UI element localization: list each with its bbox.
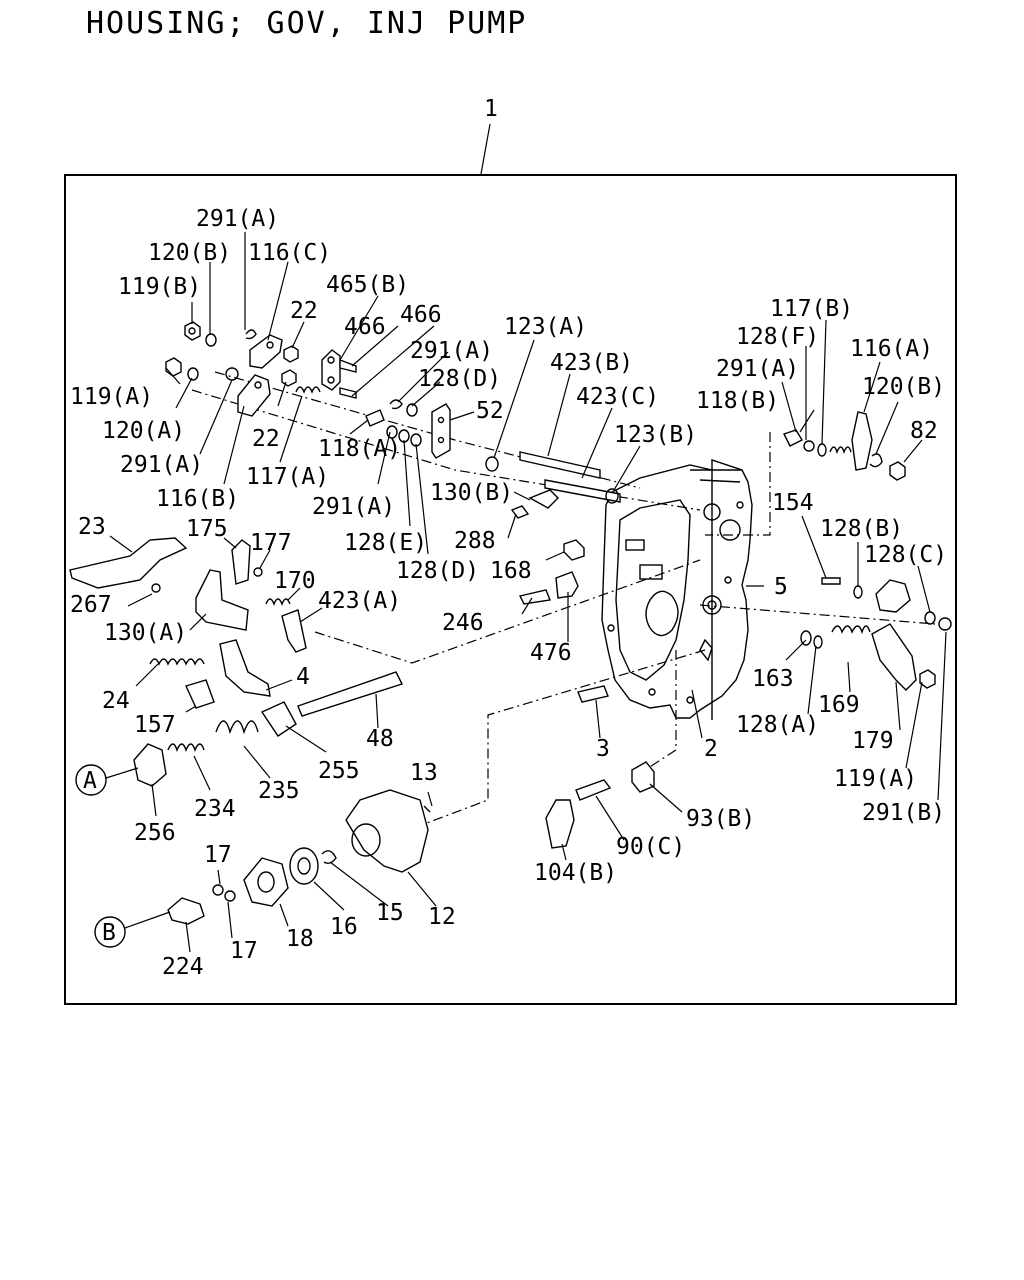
label-23: 23 [78, 514, 106, 540]
label-17-bottom: 17 [230, 938, 258, 964]
label-170: 170 [274, 568, 316, 594]
label-18: 18 [286, 926, 314, 952]
label-13: 13 [410, 760, 438, 786]
label-93b: 93(B) [686, 806, 755, 832]
label-123b: 123(B) [614, 422, 697, 448]
label-52: 52 [476, 398, 504, 424]
label-267: 267 [70, 592, 112, 618]
label-177: 177 [250, 530, 292, 556]
label-116c: 116(C) [248, 240, 331, 266]
label-169: 169 [818, 692, 860, 718]
label-4: 4 [296, 664, 310, 690]
label-154: 154 [772, 490, 814, 516]
assembly-leader [480, 123, 491, 175]
label-48: 48 [366, 726, 394, 752]
label-465b: 465(B) [326, 272, 409, 298]
label-291a-left: 291(A) [120, 452, 203, 478]
label-163: 163 [752, 666, 794, 692]
label-16: 16 [330, 914, 358, 940]
label-24: 24 [102, 688, 130, 714]
label-12: 12 [428, 904, 456, 930]
label-255: 255 [318, 758, 360, 784]
label-116b: 116(B) [156, 486, 239, 512]
label-128a: 128(A) [736, 712, 819, 738]
centerline-governor [314, 559, 701, 664]
upper-linkage-parts [165, 321, 621, 561]
label-256: 256 [134, 820, 176, 846]
label-130a: 130(A) [104, 620, 187, 646]
leader-lines [109, 232, 947, 953]
centerline-upper-shaft [214, 371, 641, 489]
governor-housing [601, 459, 753, 720]
label-476: 476 [530, 640, 572, 666]
centerline-adjusting-screw [644, 650, 677, 771]
label-5: 5 [774, 574, 788, 600]
label-246: 246 [442, 610, 484, 636]
reference-a-circle [75, 764, 107, 796]
reference-a-label: A [83, 768, 97, 794]
label-179: 179 [852, 728, 894, 754]
centerline-weight-holder [394, 649, 706, 836]
label-22-top: 22 [290, 298, 318, 324]
label-128f: 128(F) [736, 324, 819, 350]
label-116a: 116(A) [850, 336, 933, 362]
reference-b-label: B [102, 920, 116, 946]
label-466-a: 466 [344, 314, 386, 340]
label-17-top: 17 [204, 842, 232, 868]
label-423b: 423(B) [550, 350, 633, 376]
label-128c: 128(C) [864, 542, 947, 568]
label-120a: 120(A) [102, 418, 185, 444]
label-128e: 128(E) [344, 530, 427, 556]
label-128d-top: 128(D) [418, 366, 501, 392]
label-119a-right: 119(A) [834, 766, 917, 792]
label-291a-mid: 291(A) [410, 338, 493, 364]
label-291a-low: 291(A) [312, 494, 395, 520]
label-128d-bottom: 128(D) [396, 558, 479, 584]
right-lever-parts [783, 411, 952, 691]
label-466-b: 466 [400, 302, 442, 328]
part-labels: 291(A) 120(B) 116(C) 119(B) 465(B) 22 46… [70, 206, 947, 980]
diagram-title: HOUSING; GOV, INJ PUMP [86, 6, 528, 41]
label-423c: 423(C) [576, 384, 659, 410]
centerline-upper-right [705, 432, 771, 536]
label-291b: 291(B) [862, 800, 945, 826]
label-234: 234 [194, 796, 236, 822]
label-104b: 104(B) [534, 860, 617, 886]
label-235: 235 [258, 778, 300, 804]
label-157: 157 [134, 712, 176, 738]
label-168: 168 [490, 558, 532, 584]
label-117a: 117(A) [246, 464, 329, 490]
label-423a: 423(A) [318, 588, 401, 614]
assembly-frame [64, 174, 957, 1005]
label-22-bottom: 22 [252, 426, 280, 452]
left-bracket-parts [69, 537, 403, 787]
label-118a: 118(A) [318, 436, 401, 462]
label-288: 288 [454, 528, 496, 554]
label-120b-top: 120(B) [148, 240, 231, 266]
label-175: 175 [186, 516, 228, 542]
label-82: 82 [910, 418, 938, 444]
label-118b: 118(B) [696, 388, 779, 414]
label-119a-left: 119(A) [70, 384, 153, 410]
label-15: 15 [376, 900, 404, 926]
assembly-number: 1 [484, 96, 498, 122]
label-128b: 128(B) [820, 516, 903, 542]
label-120b-right: 120(B) [862, 374, 945, 400]
label-2: 2 [704, 736, 718, 762]
label-3: 3 [596, 736, 610, 762]
reference-b-circle [94, 916, 126, 948]
label-90c: 90(C) [616, 834, 685, 860]
label-224: 224 [162, 954, 204, 980]
label-119b: 119(B) [118, 274, 201, 300]
label-117b: 117(B) [770, 296, 853, 322]
label-291a-right: 291(A) [716, 356, 799, 382]
label-130b: 130(B) [430, 480, 513, 506]
label-123a: 123(A) [504, 314, 587, 340]
label-291a-top: 291(A) [196, 206, 279, 232]
weight-holder-parts [167, 571, 655, 925]
